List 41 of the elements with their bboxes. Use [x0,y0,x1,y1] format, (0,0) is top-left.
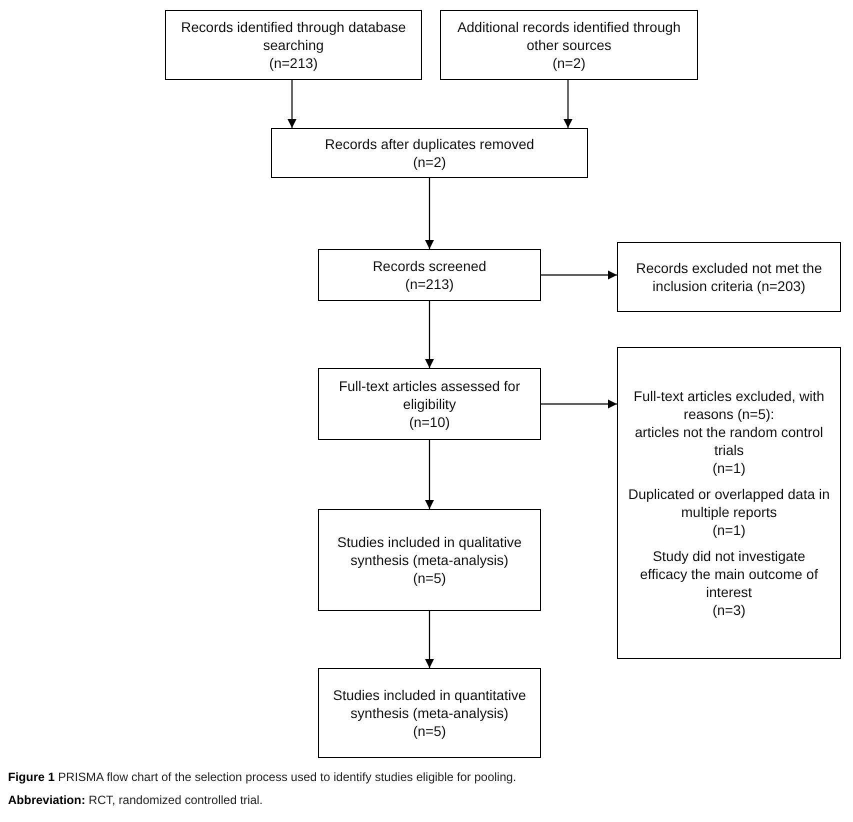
note-text: Abbreviation: RCT, randomized controlled trial. [8,793,263,807]
box-text: (n=213) [269,54,318,72]
figure-caption: Figure 1 PRISMA flow chart of the selection process used to identify studies eligible for pooling. [8,770,516,784]
box-text: Duplicated or overlapped data in multiple reports [628,485,830,521]
arrow [425,440,434,509]
arrow [425,611,434,668]
box-text: (n=5) [412,569,446,587]
box-text: (n=2) [412,153,446,171]
process-box [318,368,541,440]
box-text: Additional records identified through other sources [456,18,682,54]
process-box [271,128,588,178]
arrow [425,301,434,368]
box-text: (n=2) [552,54,586,72]
box-text: Studies included in quantitative synthesis (meta-analysis) [332,686,528,722]
arrow [541,270,617,280]
box-text: (n=213) [405,275,454,293]
process-box [318,668,541,758]
box-text: Records after duplicates removed [324,135,534,153]
arrow [288,80,296,128]
box-text: Records identified through database searching [180,18,407,54]
process-box [318,509,541,611]
box-text: Records screened [372,257,486,275]
box-text: (n=3) [712,601,746,619]
arrow [564,80,572,128]
process-box [440,10,698,80]
arrow [425,178,434,249]
box-text: Full-text articles assessed for eligibility [338,377,522,413]
box-text: Records excluded not met the inclusion criteria (n=203) [635,259,823,295]
box-text: (n=1) [712,521,746,539]
box-text: articles not the random control trials [634,423,824,459]
box-text: Studies included in qualitative synthesis (meta-analysis) [336,533,523,569]
box-text: Full-text articles excluded, with reasons (n=5): [632,387,826,423]
process-box [617,242,841,312]
box-text: (n=1) [712,459,746,477]
box-text: (n=10) [409,413,450,431]
process-box [165,10,422,80]
process-box [617,347,841,659]
arrow [541,400,617,408]
box-text: (n=5) [412,722,446,740]
box-text: Study did not investigate efficacy the main outcome of interest [639,547,819,601]
process-box [318,249,541,301]
